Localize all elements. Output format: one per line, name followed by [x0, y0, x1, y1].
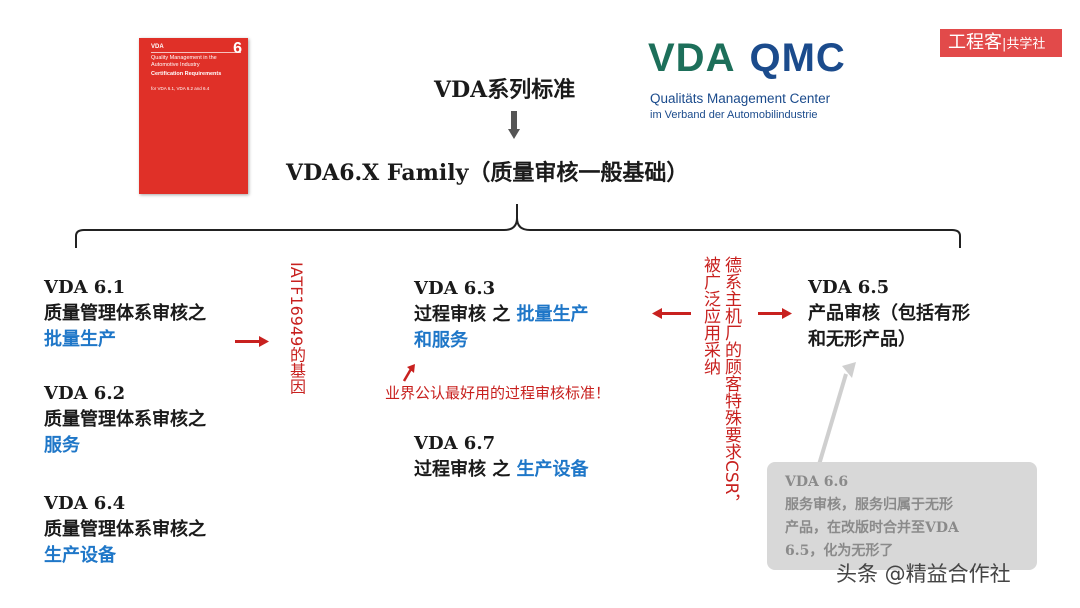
- block-vda62: VDA 6.2 质量管理体系审核之 服务: [44, 381, 206, 459]
- iatf-note: IATF16949的基因: [287, 262, 306, 395]
- block-highlight: 批量生产: [516, 304, 589, 325]
- block-desc: 过程审核 之: [414, 459, 517, 480]
- block-code: VDA 6.1: [44, 277, 126, 298]
- block-line-1: 产品审核（包括有形: [808, 303, 970, 324]
- book-small-text: for VDA 6.1, VDA 6.2 and 6.4: [151, 86, 210, 91]
- book-divider: [151, 52, 241, 53]
- vda-book-cover: VDA 6 Quality Management in the Automoti…: [139, 38, 248, 194]
- brace-connector: [75, 204, 961, 248]
- book-subtitle: Certification Requirements: [151, 71, 222, 77]
- note-line-2: 产品，在改版时合并至VDA: [785, 520, 959, 536]
- page-title: VDA系列标准: [434, 77, 576, 103]
- block-line-2: 和无形产品）: [808, 329, 916, 350]
- logo-subtitle-1: Qualitäts Management Center: [650, 91, 831, 106]
- block-highlight-2: 和服务: [414, 330, 468, 351]
- book-number: 6: [233, 40, 242, 57]
- block-vda67: VDA 6.7 过程审核 之 生产设备: [414, 431, 589, 483]
- block-code: VDA 6.4: [44, 493, 126, 514]
- watermark-bottom: 头条 @精益合作社: [836, 562, 1011, 586]
- block-vda65: VDA 6.5 产品审核（包括有形 和无形产品）: [808, 275, 970, 353]
- logo-subtitle-2: im Verband der Automobilindustrie: [650, 109, 818, 121]
- right-arrow-icon: [235, 336, 269, 347]
- vda66-note: VDA 6.6 服务审核，服务归属于无形 产品，在改版时合并至VDA 6.5，化…: [785, 471, 959, 563]
- right-arrow-icon: [758, 308, 792, 319]
- block-desc: 过程审核 之: [414, 304, 517, 325]
- watermark-tag: 共学社: [1006, 37, 1046, 52]
- best-standard-note: 业界公认最好用的过程审核标准！: [385, 384, 611, 402]
- oem-csr-note: 德系主机厂的顾客特殊要求CSR，: [721, 256, 741, 512]
- left-arrow-icon: [652, 308, 691, 319]
- block-code: VDA 6.2: [44, 383, 126, 404]
- note-line-3: 6.5，化为无形了: [785, 543, 894, 559]
- watermark-sep: |: [1002, 37, 1007, 52]
- block-highlight: 生产设备: [516, 459, 589, 480]
- block-line: 过程审核 之 生产设备: [414, 457, 589, 483]
- block-highlight: 批量生产: [44, 329, 116, 350]
- vda66-note-box: [767, 462, 1037, 570]
- watermark-brand: 工程客: [948, 32, 1002, 53]
- book-logo: VDA: [151, 44, 164, 50]
- block-desc: 质量管理体系审核之: [44, 519, 206, 540]
- block-code: VDA 6.7: [414, 433, 496, 454]
- block-code: VDA 6.3: [414, 278, 496, 299]
- oem-adopted-note: 被广泛应用采纳: [700, 256, 720, 375]
- watermark-top: 工程客|共学社: [940, 29, 1062, 57]
- logo-vda: VDA: [648, 36, 736, 80]
- block-vda64: VDA 6.4 质量管理体系审核之 生产设备: [44, 491, 206, 569]
- gray-arrow-icon: [816, 362, 856, 469]
- note-code: VDA 6.6: [785, 474, 849, 490]
- vda-qmc-logo: VDA QMC: [648, 36, 846, 80]
- down-arrow-icon: [508, 111, 520, 139]
- block-highlight: 服务: [44, 435, 80, 456]
- block-desc: 质量管理体系审核之: [44, 303, 206, 324]
- block-vda61: VDA 6.1 质量管理体系审核之 批量生产: [44, 275, 206, 353]
- up-arrow-icon: [402, 364, 415, 382]
- logo-qmc: QMC: [749, 36, 846, 80]
- book-title: Quality Management in the Automotive Ind…: [151, 55, 217, 68]
- block-code: VDA 6.5: [808, 277, 890, 298]
- block-desc: 质量管理体系审核之: [44, 409, 206, 430]
- block-line: 过程审核 之 批量生产: [414, 302, 589, 328]
- family-heading: VDA6.X Family（质量审核一般基础）: [286, 160, 689, 186]
- block-vda63: VDA 6.3 过程审核 之 批量生产 和服务: [414, 276, 589, 354]
- block-highlight: 生产设备: [44, 545, 116, 566]
- note-line-1: 服务审核，服务归属于无形: [785, 497, 953, 513]
